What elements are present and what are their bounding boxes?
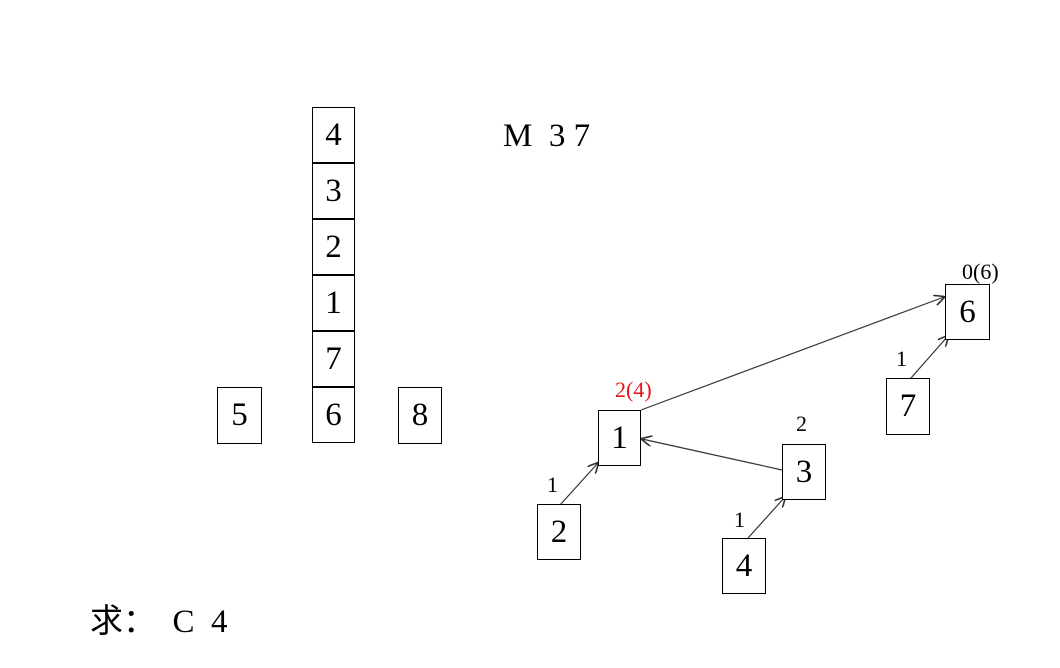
node-6-label: 0(6) [962, 259, 999, 284]
side-block-right: 8 [398, 387, 442, 444]
edge-4-to-3 [747, 497, 785, 539]
tree-node-4: 4 [722, 538, 766, 594]
stack-block: 2 [312, 219, 355, 275]
stack-block-top: 4 [312, 107, 355, 163]
tree-node-1: 1 [598, 410, 641, 466]
tree-node-6: 6 [945, 284, 990, 340]
edge-7-6-weight: 1 [896, 346, 907, 371]
node-3-label: 2 [796, 411, 807, 436]
command-text: M 3 7 [503, 118, 591, 154]
edge-3-to-1 [642, 439, 783, 471]
side-block-left: 5 [217, 387, 262, 444]
node-1-label: 2(4) [615, 377, 652, 402]
tree-node-3: 3 [782, 444, 826, 500]
stack-block: 7 [312, 331, 355, 387]
edge-2-1-weight: 1 [547, 472, 558, 497]
edge-1-to-6 [640, 297, 944, 411]
edge-2-to-1 [559, 463, 598, 506]
stack-block: 3 [312, 163, 355, 219]
tree-node-2: 2 [537, 504, 581, 560]
edge-4-3-weight: 1 [734, 507, 745, 532]
stack-block: 1 [312, 275, 355, 331]
query-text: 求： C 4 [90, 604, 228, 640]
stack-block-bottom: 6 [312, 387, 355, 443]
edge-7-to-6 [910, 336, 948, 379]
tree-node-7: 7 [886, 378, 930, 435]
